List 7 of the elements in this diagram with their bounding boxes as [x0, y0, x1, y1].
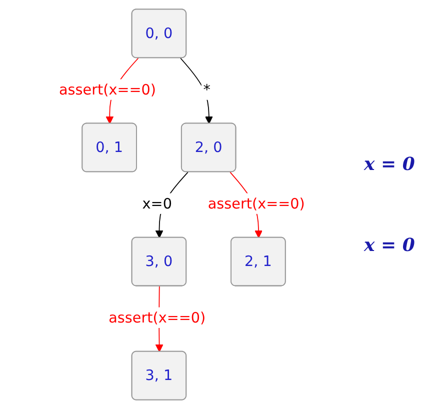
note-text: x = 0 — [364, 154, 416, 174]
edge-label: assert(x==0) — [108, 310, 206, 327]
note-text: x = 0 — [364, 234, 416, 256]
edge-label: assert(x==0) — [208, 196, 305, 213]
edge-label: * — [203, 82, 210, 98]
edge-label: x=0 — [142, 196, 172, 213]
edge-label: assert(x==0) — [59, 82, 156, 98]
